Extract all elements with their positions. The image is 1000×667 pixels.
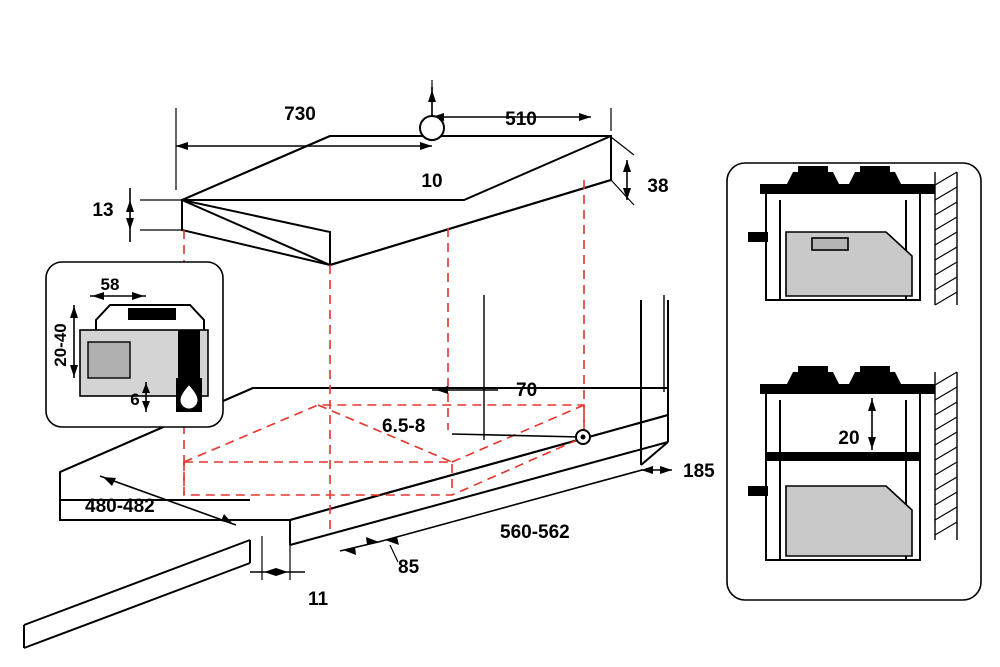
dim-730: 730 [284,104,316,125]
dim-58: 58 [101,275,120,294]
dimension-6.5-8: 6.5-8 [382,416,591,445]
dimension-38: 38 [610,136,669,206]
dim-480-482: 480-482 [85,496,155,517]
dim-185: 185 [683,461,715,482]
dim-20-40: 20-40 [51,323,70,366]
projection-lines-dashed [183,180,585,530]
dim-6: 6 [130,390,139,409]
dimension-85: 85 [339,537,420,578]
dim-13: 13 [92,200,113,221]
dim-6_5-8: 6.5-8 [382,416,425,437]
dimension-185: 185 [641,461,715,482]
dim-70: 70 [516,380,537,401]
hob-top-view [179,135,612,267]
dim-10: 10 [421,171,442,192]
side-section-panel: 20 [726,162,982,601]
dim-11: 11 [308,589,329,610]
dimension-11: 11 [250,528,328,610]
section-view-upper [748,166,958,306]
dimension-560-562: 560-562 [381,469,643,545]
dim-510: 510 [505,109,537,130]
dimension-top-widths: 730 510 10 [175,80,612,192]
dim-20: 20 [838,428,859,449]
dim-38: 38 [647,176,668,197]
detail-inset-panel: 58 20-40 6 [45,261,224,428]
dim-560-562: 560-562 [500,522,570,543]
section-view-lower: 20 [748,366,958,561]
dimension-70: 70 [432,380,537,401]
dim-85: 85 [398,557,420,578]
dimension-480-482: 480-482 [85,475,237,526]
dimension-13: 13 [92,188,182,242]
